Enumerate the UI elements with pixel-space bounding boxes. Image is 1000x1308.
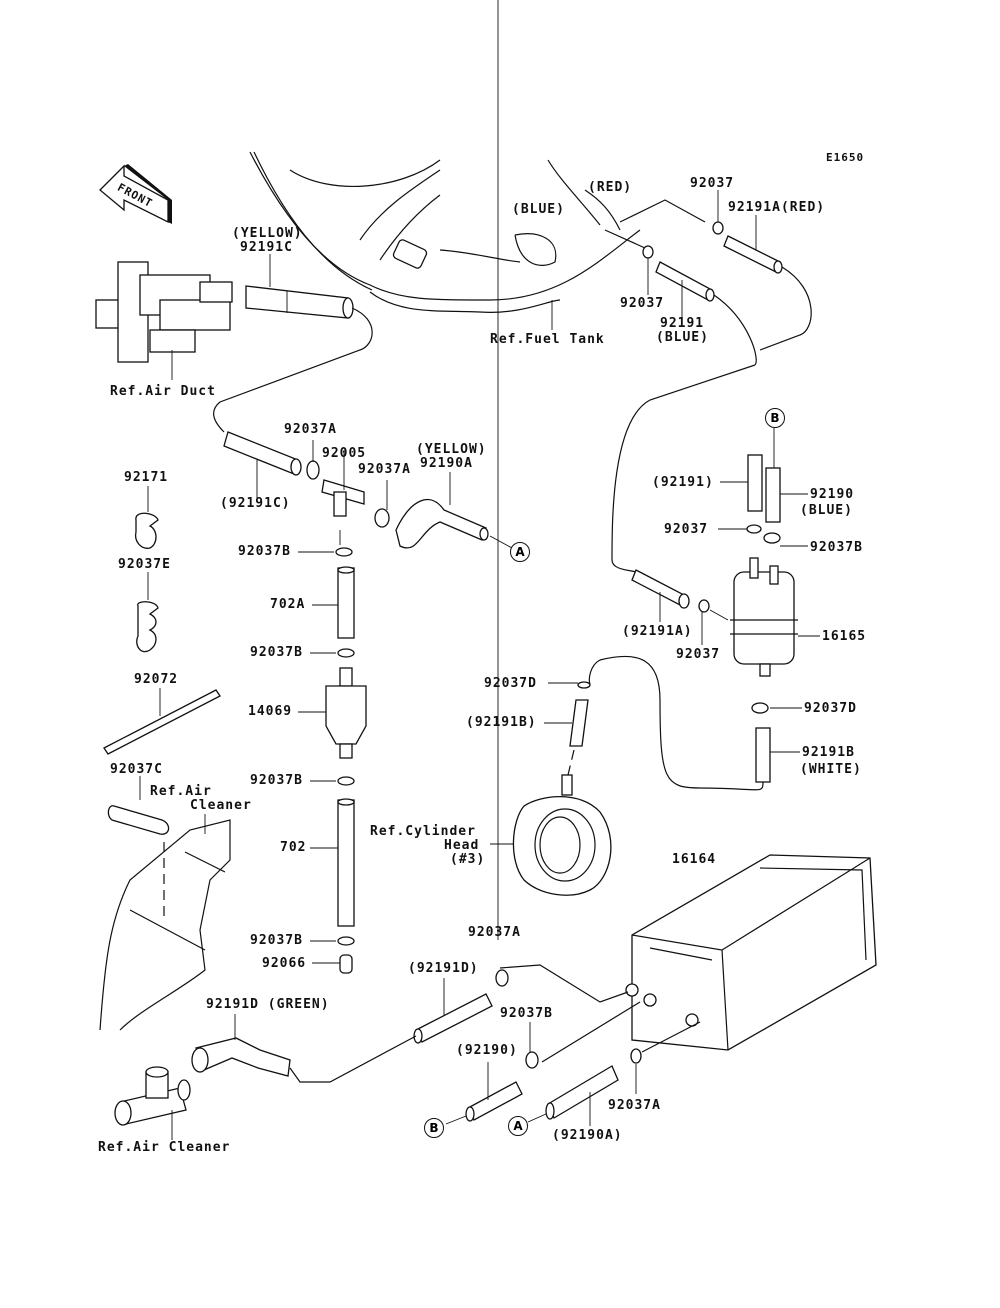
label-92037A-3: 92037A [468, 925, 521, 940]
label-92190A: 92190A [420, 456, 473, 471]
ref-fuel-tank: Ref.Fuel Tank [490, 332, 605, 347]
cylinder-head [490, 681, 612, 896]
label-702: 702 [280, 840, 307, 855]
fuel-tank-outline [249, 151, 641, 330]
label-92191D-green: 92191D (GREEN) [206, 997, 330, 1012]
connector-a-lower: A [508, 1116, 528, 1136]
label-92037A-2: 92037A [358, 462, 411, 477]
hose-92191C-yellow [213, 254, 373, 433]
label-92037B-right: 92037B [810, 540, 863, 555]
label-92037A-1: 92037A [284, 422, 337, 437]
left-vertical-chain [298, 547, 367, 974]
label-92191C-color: (YELLOW) [232, 226, 303, 241]
label-92191C-ref: (92191C) [220, 496, 291, 511]
label-14069: 14069 [248, 704, 293, 719]
label-92190A-ref: (92190A) [552, 1128, 623, 1143]
label-92191B-color: (WHITE) [800, 762, 862, 777]
diagram-code: E1650 [826, 151, 865, 164]
connector-b-upper: B [765, 408, 785, 428]
ref-cylinder-head-3: (#3) [450, 852, 486, 867]
label-92191B: 92191B [802, 745, 855, 760]
ref-cylinder-head-2: Head [444, 838, 480, 853]
bottom-hoses [114, 0, 701, 1140]
tee-assembly [223, 431, 513, 549]
label-92190A-color: (YELLOW) [416, 442, 487, 457]
fuel-lines-top [604, 190, 812, 573]
label-92191-color: (BLUE) [656, 330, 709, 345]
label-92066: 92066 [262, 956, 307, 971]
label-92037B-2: 92037B [250, 645, 303, 660]
label-92191: 92191 [660, 316, 705, 331]
clips-group [99, 486, 231, 1031]
ref-air-duct: Ref.Air Duct [110, 384, 216, 399]
canister-16164 [499, 854, 877, 1051]
label-92037A-4: 92037A [608, 1098, 661, 1113]
label-92037-mid: 92037 [620, 296, 665, 311]
label-16165: 16165 [822, 629, 867, 644]
label-92037D-right: 92037D [804, 701, 857, 716]
label-92191A-red: 92191A(RED) [728, 200, 826, 215]
ref-air-cleaner-upper-2: Cleaner [190, 798, 252, 813]
label-fuel-tank-blue: (BLUE) [512, 202, 565, 217]
label-92190-ref: (92190) [456, 1043, 518, 1058]
label-92037-filter: 92037 [676, 647, 721, 662]
ref-cylinder-head-1: Ref.Cylinder [370, 824, 476, 839]
label-92037E: 92037E [118, 557, 171, 572]
ref-air-cleaner-lower: Ref.Air Cleaner [98, 1140, 231, 1155]
connector-b-lower: B [424, 1118, 444, 1138]
label-92037-right: 92037 [664, 522, 709, 537]
label-16164: 16164 [672, 852, 717, 867]
label-92037B-3: 92037B [250, 773, 303, 788]
ref-air-cleaner-upper-1: Ref.Air [150, 784, 212, 799]
label-fuel-tank-red: (RED) [588, 180, 633, 195]
label-92171: 92171 [124, 470, 169, 485]
label-92190-color: (BLUE) [800, 503, 853, 518]
label-92191A-ref: (92191A) [622, 624, 693, 639]
label-92190: 92190 [810, 487, 855, 502]
label-92191C: 92191C [240, 240, 293, 255]
label-92037D-mid: 92037D [484, 676, 537, 691]
connector-a-upper: A [510, 542, 530, 562]
fuel-filter-16165 [588, 428, 820, 791]
air-duct [95, 261, 233, 380]
label-92037C: 92037C [110, 762, 163, 777]
label-92191-ref: (92191) [652, 475, 714, 490]
label-92191D-ref: (92191D) [408, 961, 479, 976]
front-arrow-icon [99, 164, 172, 224]
label-92005: 92005 [322, 446, 367, 461]
label-92037B-4: 92037B [250, 933, 303, 948]
label-702A: 702A [270, 597, 306, 612]
label-92072: 92072 [134, 672, 179, 687]
label-92191B-ref: (92191B) [466, 715, 537, 730]
label-92037B-1: 92037B [238, 544, 291, 559]
label-92037-top: 92037 [690, 176, 735, 191]
label-92037B-5: 92037B [500, 1006, 553, 1021]
